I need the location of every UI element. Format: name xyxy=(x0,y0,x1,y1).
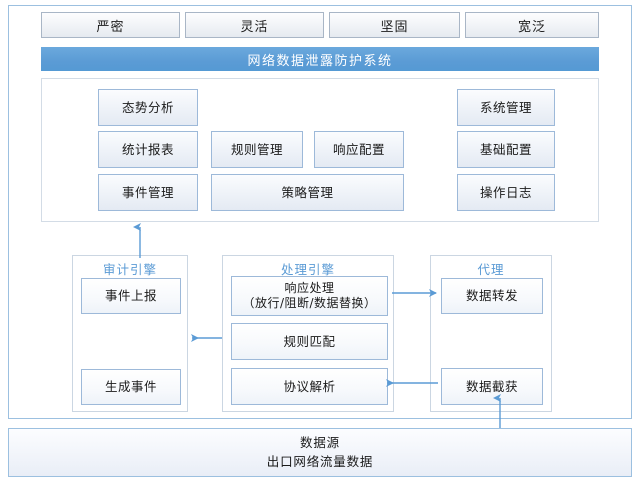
tab-kuanfan[interactable]: 宽泛 xyxy=(465,12,599,38)
data-source-bar: 数据源 出口网络流量数据 xyxy=(8,428,632,477)
tab-yanmi[interactable]: 严密 xyxy=(41,12,180,38)
mgmt-item-rule-management[interactable]: 规则管理 xyxy=(211,131,303,168)
mgmt-item-statistics-report[interactable]: 统计报表 xyxy=(98,131,198,168)
node-event-report[interactable]: 事件上报 xyxy=(81,278,181,314)
node-response-handling[interactable]: 响应处理 （放行/阻断/数据替换） xyxy=(231,276,388,316)
mgmt-item-operation-log[interactable]: 操作日志 xyxy=(457,174,555,211)
tab-linghuo[interactable]: 灵活 xyxy=(185,12,324,38)
node-rule-matching[interactable]: 规则匹配 xyxy=(231,323,388,360)
group-audit-engine: 审计引擎 事件上报 生成事件 xyxy=(72,255,188,412)
mgmt-item-system-management[interactable]: 系统管理 xyxy=(457,89,555,126)
management-panel: 态势分析 系统管理 统计报表 规则管理 响应配置 基础配置 事件管理 策略管理 … xyxy=(41,78,599,222)
group-processing-engine-label: 处理引擎 xyxy=(280,262,335,277)
system-title-bar: 网络数据泄露防护系统 xyxy=(41,47,599,71)
node-response-handling-subtitle: （放行/阻断/数据替换） xyxy=(242,296,377,310)
node-protocol-parsing[interactable]: 协议解析 xyxy=(231,368,388,405)
group-audit-engine-label: 审计引擎 xyxy=(102,262,157,277)
node-generate-event[interactable]: 生成事件 xyxy=(81,369,181,405)
mgmt-item-policy-management[interactable]: 策略管理 xyxy=(211,174,404,211)
tab-jiangu[interactable]: 坚固 xyxy=(329,12,460,38)
data-source-line1: 数据源 xyxy=(300,435,340,451)
group-agent-label: 代理 xyxy=(477,262,505,277)
node-data-forwarding[interactable]: 数据转发 xyxy=(441,278,543,314)
system-title-text: 网络数据泄露防护系统 xyxy=(247,53,393,69)
data-source-line2: 出口网络流量数据 xyxy=(266,453,374,469)
node-response-handling-title: 响应处理 xyxy=(284,281,335,295)
mgmt-item-basic-config[interactable]: 基础配置 xyxy=(457,131,555,168)
node-data-capture[interactable]: 数据截获 xyxy=(441,368,543,405)
group-agent: 代理 数据转发 数据截获 xyxy=(430,255,552,412)
group-processing-engine: 处理引擎 响应处理 （放行/阻断/数据替换） 规则匹配 协议解析 xyxy=(222,255,394,412)
mgmt-item-situation-analysis[interactable]: 态势分析 xyxy=(98,89,198,126)
mgmt-item-response-config[interactable]: 响应配置 xyxy=(314,131,404,168)
mgmt-item-event-management[interactable]: 事件管理 xyxy=(98,174,198,211)
